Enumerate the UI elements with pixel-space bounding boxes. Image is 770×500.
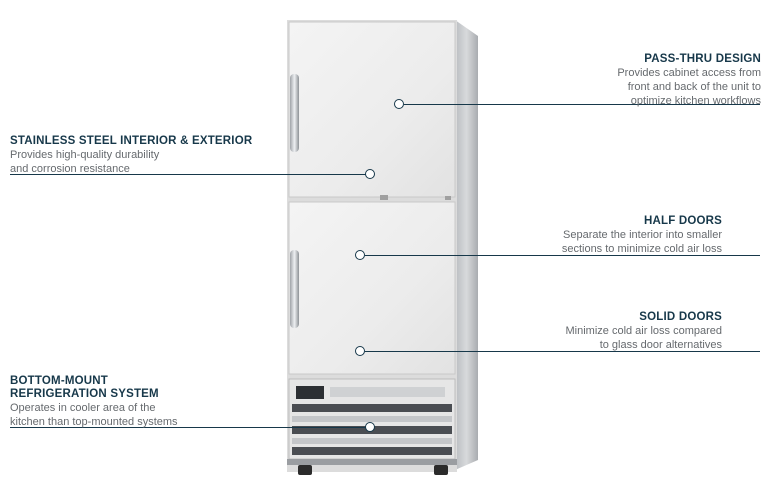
callout-line: Provides high-quality durability bbox=[10, 149, 160, 161]
callout-line: Provides cabinet access from bbox=[617, 67, 761, 79]
callout-line: and corrosion resistance bbox=[10, 163, 130, 175]
callout-line: sections to minimize cold air loss bbox=[561, 243, 722, 255]
louver bbox=[292, 447, 452, 455]
lower-half-door bbox=[288, 201, 456, 375]
callout-bottom-mount: BOTTOM-MOUNT REFRIGERATION SYSTEM Operat… bbox=[10, 375, 270, 429]
callout-solid-doors: SOLID DOORS Minimize cold air loss compa… bbox=[422, 311, 723, 352]
control-panel bbox=[296, 386, 324, 399]
callout-pass-thru: PASS-THRU DESIGN Provides cabinet access… bbox=[461, 53, 761, 108]
leader-solid-doors bbox=[365, 351, 760, 352]
lower-door-handle bbox=[290, 250, 299, 328]
cabinet-base bbox=[287, 459, 457, 465]
louver bbox=[292, 416, 452, 422]
marker-solid-doors bbox=[355, 346, 365, 356]
leader-pass-thru bbox=[404, 104, 760, 105]
callout-half-doors: HALF DOORS Separate the interior into sm… bbox=[422, 215, 722, 256]
louver bbox=[292, 438, 452, 444]
leader-half-doors bbox=[365, 255, 760, 256]
callout-title: HALF DOORS bbox=[643, 215, 722, 227]
brand-strip bbox=[330, 387, 445, 397]
upper-half-door bbox=[288, 21, 456, 198]
callout-line: Minimize cold air loss compared bbox=[565, 325, 723, 337]
callout-title: SOLID DOORS bbox=[639, 311, 722, 323]
callout-line: to glass door alternatives bbox=[599, 339, 722, 351]
callout-stainless: STAINLESS STEEL INTERIOR & EXTERIOR Prov… bbox=[10, 135, 330, 176]
callout-title: REFRIGERATION SYSTEM bbox=[10, 388, 159, 400]
callout-title: BOTTOM-MOUNT bbox=[10, 375, 109, 387]
marker-half-doors bbox=[355, 250, 365, 260]
cabinet-side-panel bbox=[455, 20, 478, 470]
callout-title: STAINLESS STEEL INTERIOR & EXTERIOR bbox=[10, 135, 253, 147]
leader-stainless bbox=[10, 174, 366, 175]
callout-line: front and back of the unit to bbox=[627, 81, 761, 93]
louver bbox=[292, 404, 452, 412]
caster bbox=[434, 465, 448, 475]
callout-line: Separate the interior into smaller bbox=[563, 229, 722, 241]
upper-door-handle bbox=[290, 74, 299, 152]
callout-line: kitchen than top-mounted systems bbox=[10, 416, 178, 428]
leader-bottom-mount bbox=[10, 427, 366, 428]
callout-line: optimize kitchen workflows bbox=[630, 95, 761, 107]
caster bbox=[298, 465, 312, 475]
marker-bottom-mount bbox=[365, 422, 375, 432]
callout-line: Operates in cooler area of the bbox=[10, 402, 156, 414]
marker-pass-thru bbox=[394, 99, 404, 109]
callout-title: PASS-THRU DESIGN bbox=[644, 53, 761, 65]
hinge bbox=[445, 196, 451, 200]
marker-stainless bbox=[365, 169, 375, 179]
hinge bbox=[380, 195, 388, 200]
